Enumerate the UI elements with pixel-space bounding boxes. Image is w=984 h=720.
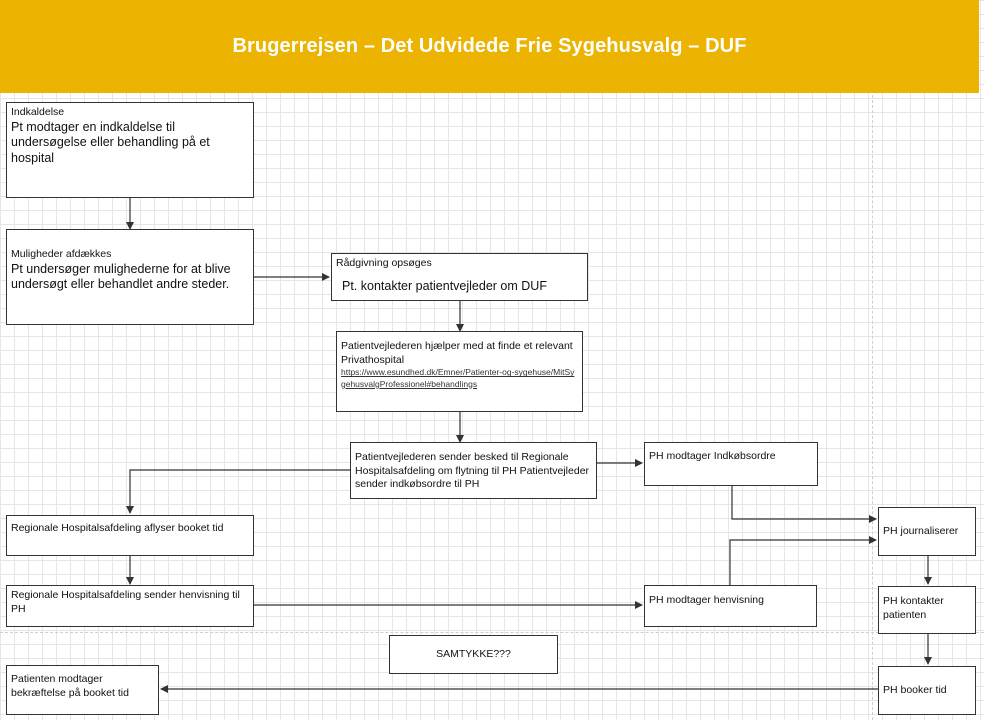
page-title: Brugerrejsen – Det Udvidede Frie Sygehus… — [232, 35, 747, 57]
node-muligheder-body: Pt undersøger mulighederne for at blive … — [11, 261, 231, 292]
node-patientvejleder-hjaelp: Patientvejlederen hjælper med at finde e… — [336, 331, 583, 412]
node-henvisning-modtager: PH modtager henvisning — [644, 585, 817, 627]
node-muligheder-head: Muligheder afdækkes — [11, 248, 112, 260]
node-indkaldelse: Indkaldelse Pt modtager en indkaldelse t… — [6, 102, 254, 198]
node-indkoebsordre: PH modtager Indkøbsordre — [644, 442, 818, 486]
node-samtykke: SAMTYKKE??? — [389, 635, 558, 674]
node-indkaldelse-body: Pt modtager en indkaldelse til undersøge… — [11, 119, 210, 165]
behandlings-link[interactable]: https://www.esundhed.dk/Emner/Patienter-… — [341, 367, 575, 389]
title-banner: Brugerrejsen – Det Udvidede Frie Sygehus… — [0, 0, 979, 93]
node-raadgivning-head: Rådgivning opsøges — [336, 257, 432, 269]
node-muligheder: Muligheder afdækkes Pt undersøger muligh… — [6, 229, 254, 325]
edge-modtager-journaliserer — [729, 536, 877, 585]
node-henvisning-sender-head: Regionale Hospitalsafdeling sender henvi… — [11, 589, 240, 615]
node-journaliserer: PH journaliserer — [878, 507, 976, 556]
node-booker-head: PH booker tid — [883, 683, 947, 696]
edge-indkoebsordre-journaliserer — [731, 486, 877, 523]
node-indkoebsordre-head: PH modtager Indkøbsordre — [649, 450, 776, 462]
node-journaliserer-head: PH journaliserer — [883, 524, 959, 537]
node-hjaelp-head: Patientvejlederen hjælper med at finde e… — [341, 340, 573, 366]
node-besked-head: Patientvejlederen sender besked til Regi… — [355, 451, 590, 491]
node-booker: PH booker tid — [878, 666, 976, 715]
node-bekraeftelse-head: Patienten modtager bekræftelse på booket… — [11, 673, 129, 699]
node-kontakter-head: PH kontakter patienten — [883, 595, 944, 621]
divider-vertical — [872, 95, 873, 720]
node-besked: Patientvejlederen sender besked til Regi… — [350, 442, 597, 499]
node-henvisning-sender: Regionale Hospitalsafdeling sender henvi… — [6, 585, 254, 627]
node-indkaldelse-head: Indkaldelse — [11, 106, 65, 118]
node-aflyser: Regionale Hospitalsafdeling aflyser book… — [6, 515, 254, 556]
divider-horizontal — [0, 632, 984, 633]
node-aflyser-head: Regionale Hospitalsafdeling aflyser book… — [11, 522, 224, 534]
node-bekraeftelse: Patienten modtager bekræftelse på booket… — [6, 665, 159, 715]
edge-besked-aflyser — [126, 469, 350, 514]
node-kontakter: PH kontakter patienten — [878, 586, 976, 634]
node-raadgivning-body: Pt. kontakter patientvejleder om DUF — [336, 275, 586, 297]
node-henvisning-modtager-head: PH modtager henvisning — [649, 594, 764, 606]
node-samtykke-head: SAMTYKKE??? — [436, 647, 511, 660]
